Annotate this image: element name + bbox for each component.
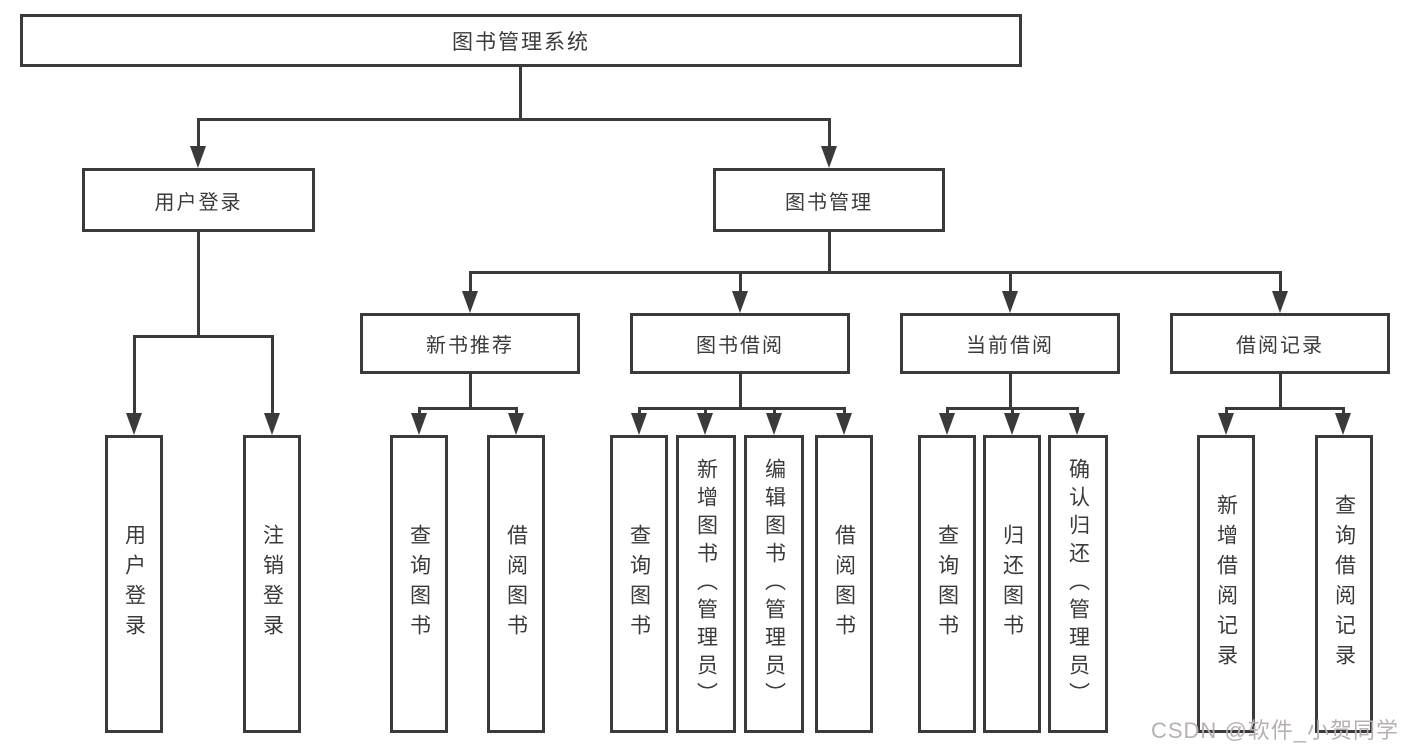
node-edit-book-admin: 编辑图书（管理员） [744,435,804,733]
node-add-book-admin: 新增图书（管理员） [676,435,736,733]
node-book-borrowing: 图书借阅 [630,313,850,374]
connector-line [469,271,1281,274]
connector-line [739,271,742,293]
arrowhead [1272,291,1288,313]
arrowhead [697,413,713,435]
connector-line [1011,407,1014,415]
csdn-watermark: CSDN @软件_小贺同学 [1150,718,1399,743]
leaf-label: 用户登录 [122,524,146,644]
node-query-borrow-record: 查询借阅记录 [1315,435,1373,733]
arrowhead [508,413,524,435]
connector-line [469,374,472,410]
leaf-label: 新增借阅记录 [1214,494,1238,674]
node-borrow-books: 借阅图书 [815,435,873,733]
connector-line [843,407,846,415]
connector-line [1225,407,1228,415]
node-confirm-return-admin: 确认归还（管理员） [1048,435,1108,733]
arrowhead [631,413,647,435]
connector-line [638,407,845,410]
arrowhead [411,413,427,435]
node-add-borrow-record: 新增借阅记录 [1197,435,1255,733]
connector-line [739,374,742,410]
node-user-login: 用户登录 [82,168,315,232]
leaf-label: 查询图书 [627,524,651,644]
node-new-book-recommend: 新书推荐 [360,313,580,374]
node-current-borrowing: 当前借阅 [900,313,1120,374]
node-book-management: 图书管理 [713,168,945,232]
connector-line [1225,407,1345,410]
connector-line [1279,271,1282,293]
arrowhead [190,146,206,168]
node-query-books-recommend: 查询图书 [390,435,448,733]
connector-line [704,407,707,415]
leaf-label: 归还图书 [1000,524,1024,644]
connector-line [1009,271,1012,293]
connector-line [1009,374,1012,410]
arrowhead [836,413,852,435]
arrowhead [1218,413,1234,435]
leaf-label: 查询图书 [407,524,431,644]
connector-line [515,407,518,415]
connector-line [773,407,776,415]
connector-line [638,407,641,415]
connector-line [133,335,136,415]
connector-line [197,232,200,338]
arrowhead [264,413,280,435]
connector-line [418,407,517,410]
connector-line [828,232,831,274]
arrowhead [766,413,782,435]
leaf-label: 查询图书 [935,524,959,644]
arrowhead [821,146,837,168]
leaf-label: 确认归还（管理员） [1066,458,1090,710]
connector-line [1279,374,1282,410]
node-library-system: 图书管理系统 [20,14,1022,67]
connector-line [271,335,274,415]
connector-line [197,118,830,121]
arrowhead [462,291,478,313]
connector-line [197,118,200,148]
leaf-label: 查询借阅记录 [1332,494,1356,674]
node-logout: 注销登录 [243,435,301,733]
leaf-label: 借阅图书 [504,524,528,644]
node-query-books-borrowing: 查询图书 [610,435,668,733]
connector-line [1076,407,1079,415]
node-borrow-books-recommend: 借阅图书 [487,435,545,733]
leaf-label: 注销登录 [260,524,284,644]
arrowhead [939,413,955,435]
arrowhead [1335,413,1351,435]
arrowhead [1004,413,1020,435]
leaf-label: 借阅图书 [832,524,856,644]
node-user-login-leaf: 用户登录 [105,435,163,733]
arrowhead [732,291,748,313]
connector-line [1342,407,1345,415]
connector-line [828,118,831,148]
connector-line [519,67,522,121]
connector-line [946,407,949,415]
arrowhead [1069,413,1085,435]
connector-line [133,335,273,338]
leaf-label: 编辑图书（管理员） [762,458,786,710]
connector-line [469,271,472,293]
node-borrowing-records: 借阅记录 [1170,313,1390,374]
leaf-label: 新增图书（管理员） [694,458,718,710]
connector-line [418,407,421,415]
node-return-books: 归还图书 [983,435,1041,733]
arrowhead [1002,291,1018,313]
node-query-books-current: 查询图书 [918,435,976,733]
arrowhead [126,413,142,435]
